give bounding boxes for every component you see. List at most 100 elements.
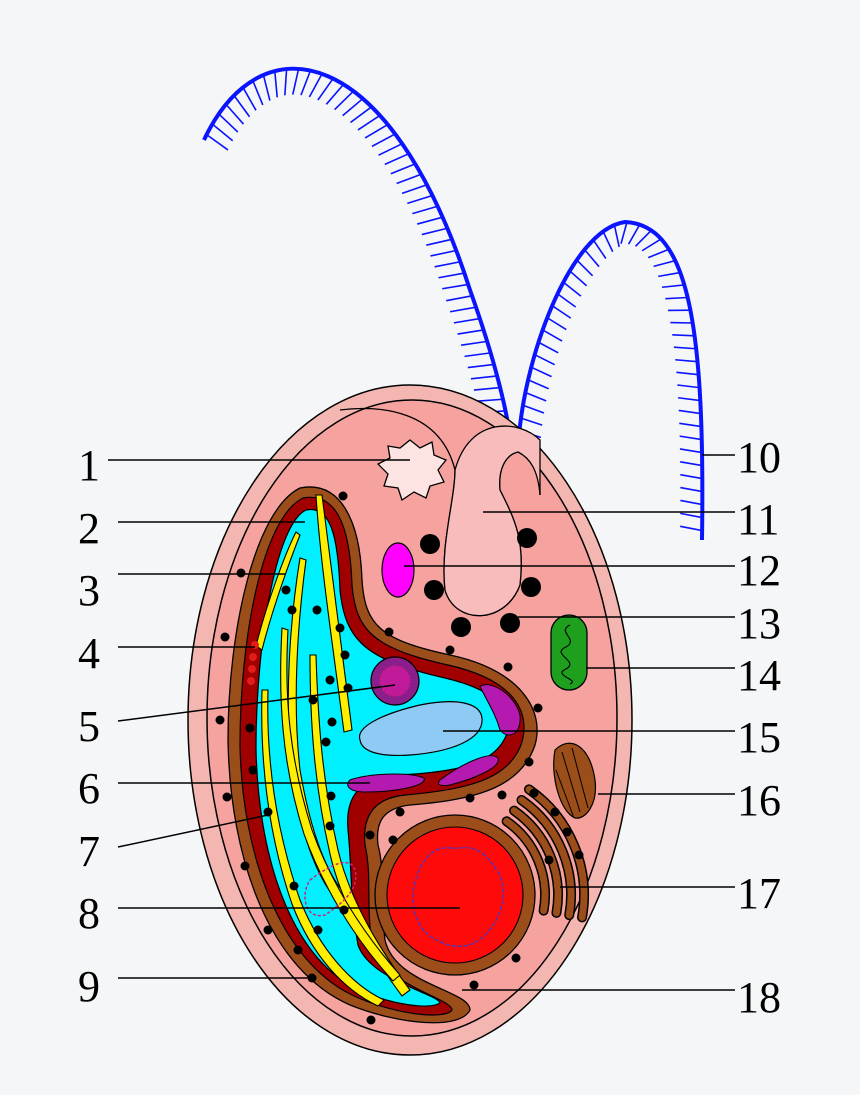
flagellar-hair — [520, 417, 543, 426]
paraflagellar-body — [381, 542, 415, 598]
flagellar-hair — [384, 152, 410, 166]
flagellar-hair — [430, 249, 457, 257]
flagellar-hair — [342, 98, 364, 117]
flagellar-hair — [449, 306, 477, 313]
eyespot-granule — [251, 641, 259, 649]
label-7: 7 — [78, 827, 100, 876]
flagellar-hair — [467, 363, 495, 369]
paramylon-granule — [500, 613, 520, 633]
golgi-cisterna — [503, 817, 549, 915]
paramylon-granule — [420, 534, 440, 554]
flagellar-hair — [438, 272, 465, 279]
granule — [325, 675, 335, 685]
flagellar-hair — [364, 123, 389, 139]
granule — [215, 715, 225, 725]
granule — [287, 605, 297, 615]
flagellar-hair — [542, 329, 563, 342]
flagellar-hair — [641, 238, 662, 252]
granule — [503, 662, 513, 672]
flagellar-hair — [680, 486, 703, 493]
label-1: 1 — [78, 441, 100, 490]
granule — [469, 980, 479, 990]
nucleus — [374, 814, 536, 976]
paramylon-granule — [521, 577, 541, 597]
flagellar-hair — [407, 194, 433, 205]
flagellar-hair — [576, 259, 594, 277]
flagellar-hairs-short — [518, 221, 703, 532]
granule — [550, 807, 560, 817]
short-flagellum — [516, 219, 705, 541]
label-11: 11 — [737, 495, 779, 544]
flagellar-hair — [658, 271, 681, 278]
flagellar-hair — [378, 142, 403, 156]
flagellar-hair — [680, 473, 703, 480]
flagellar-hair — [206, 133, 229, 151]
flagellar-hair — [457, 329, 484, 335]
flagellar-hair — [325, 83, 345, 105]
flagellar-hair — [442, 283, 469, 290]
granule — [263, 925, 273, 935]
granule — [445, 645, 455, 655]
flagellar-hair — [620, 221, 628, 244]
label-5: 5 — [78, 702, 100, 751]
flagellar-hair — [522, 404, 545, 414]
flagellar-hair — [371, 133, 396, 148]
flagellar-hair — [218, 113, 239, 133]
flagellar-root — [553, 742, 597, 819]
leader-line — [117, 684, 396, 722]
granule — [245, 723, 255, 733]
eyespot-granule — [248, 665, 256, 673]
granule — [384, 627, 394, 637]
flagellar-hair — [679, 435, 702, 441]
flagellar-hair — [680, 499, 703, 506]
flagellar-hair — [416, 216, 443, 225]
granule — [338, 491, 348, 501]
flagellar-hair — [357, 114, 381, 131]
paramylon-granule — [517, 528, 537, 548]
flagellar-hair — [679, 422, 702, 428]
granule — [388, 835, 398, 845]
label-4: 4 — [78, 629, 100, 678]
granule — [263, 807, 273, 817]
label-18: 18 — [737, 973, 781, 1022]
mitochondrion — [550, 614, 588, 691]
flagellar-hair — [211, 123, 234, 142]
flagellar-hair — [434, 260, 461, 268]
flagellar-hair — [527, 379, 549, 390]
flagellar-hair — [534, 353, 556, 366]
flagellar-hair — [653, 259, 676, 268]
flagellar-hair — [673, 346, 697, 350]
flagellar-hair — [677, 384, 700, 389]
flagella — [202, 66, 705, 541]
flagellar-hair — [473, 386, 501, 391]
golgi-cisterna — [518, 796, 575, 919]
golgi-apparatus — [501, 784, 589, 923]
flagellar-hair — [476, 398, 503, 403]
labels-right: 10 11 12 13 14 15 16 17 18 — [737, 433, 781, 1022]
granule — [313, 925, 323, 935]
flagellar-hairs-long — [206, 68, 512, 448]
granule — [529, 788, 539, 798]
flagellar-hair — [562, 281, 582, 297]
paramylon-granule — [451, 617, 471, 637]
granule — [366, 1015, 376, 1025]
granule — [236, 568, 246, 578]
flagellar-hair — [252, 80, 264, 106]
flagellar-hair — [557, 293, 577, 308]
flagellar-hair — [308, 73, 323, 98]
flagellar-hair — [627, 224, 641, 245]
granule — [511, 953, 521, 963]
granule — [308, 695, 318, 705]
label-12: 12 — [737, 546, 781, 595]
flagellar-hair — [678, 396, 701, 402]
thylakoid-band — [315, 494, 353, 733]
eyespot — [247, 641, 259, 685]
label-13: 13 — [737, 599, 781, 648]
flagellar-hair — [530, 366, 552, 378]
flagellar-hair — [676, 371, 699, 376]
label-16: 16 — [737, 776, 781, 825]
granule — [325, 821, 335, 831]
label-2: 2 — [78, 504, 100, 553]
label-8: 8 — [78, 889, 100, 938]
